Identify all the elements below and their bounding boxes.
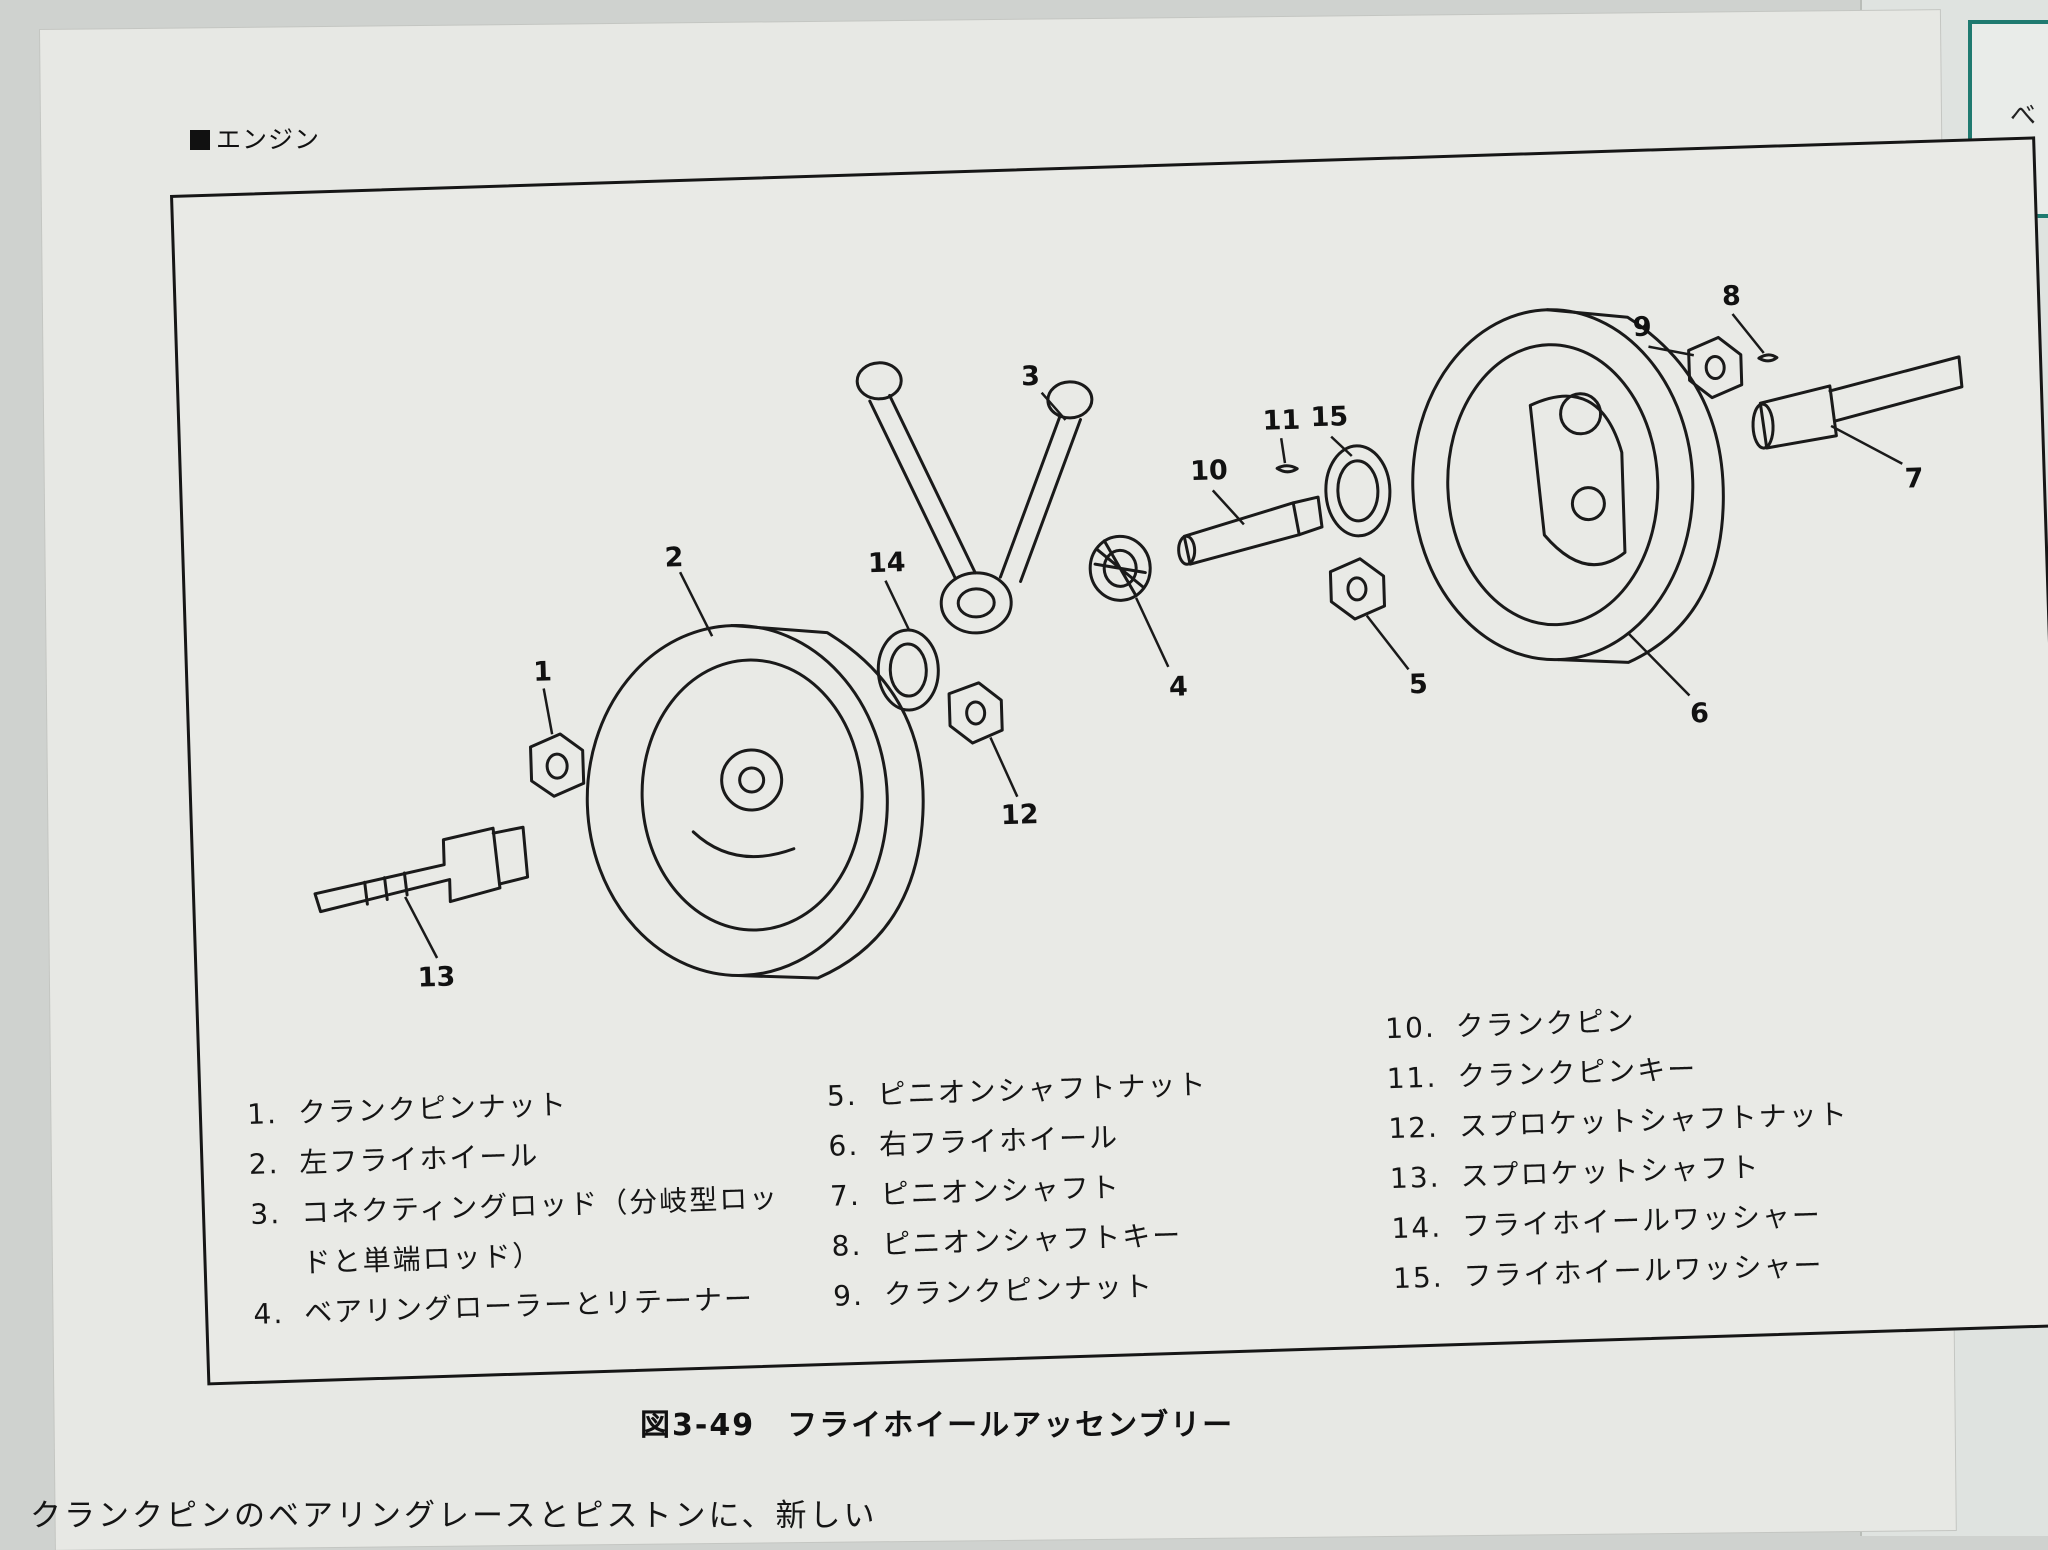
adjacent-page-text: べ <box>2010 101 2037 131</box>
leader-line <box>1830 424 1903 465</box>
pinion-shaft-nut-part <box>1328 557 1387 621</box>
leader-line <box>678 571 714 637</box>
legend-item: 14.フライホイールワッシャー <box>1391 1198 1823 1246</box>
pinion-shaft-key-part <box>1757 353 1779 363</box>
figure-caption: 図3-49 フライホイールアッセンブリー <box>640 1408 1235 1443</box>
pinion-shaft-part <box>1751 355 1964 450</box>
right-flywheel-part <box>1411 308 1725 664</box>
flywheel-washer-right-part <box>1324 444 1392 538</box>
leader-line <box>1731 313 1765 354</box>
leader-line <box>1279 438 1287 464</box>
parts-legend: 1.クランクピンナット 2.左フライホイール 3.コネクティングロッド（分岐型ロ… <box>173 139 2048 1382</box>
leader-line <box>1648 345 1695 357</box>
exploded-diagram: 1 2 3 4 5 6 7 8 9 10 11 12 13 14 15 <box>173 139 2048 1057</box>
legend-item: 9.クランクピンナット <box>832 1269 1155 1313</box>
legend-item: 8.ピニオンシャフトキー <box>831 1218 1183 1263</box>
legend-item: 2.左フライホイール <box>248 1138 540 1181</box>
leader-line <box>989 736 1019 798</box>
leader-line <box>1211 489 1245 526</box>
legend-item: 11.クランクピンキー <box>1386 1052 1698 1096</box>
leader-line <box>1626 631 1691 697</box>
leader-line <box>1330 435 1353 457</box>
leader-line <box>884 580 911 631</box>
legend-item: 7.ピニオンシャフト <box>829 1170 1122 1213</box>
figure-frame: 1 2 3 4 5 6 7 8 9 10 11 12 13 14 15 1.クラ… <box>170 136 2048 1386</box>
crankpin-nut-left-part <box>529 732 586 798</box>
legend-item: 5.ピニオンシャフトナット <box>826 1067 1208 1113</box>
legend-item: 4.ベアリングローラーとリテーナー <box>252 1282 755 1331</box>
connecting-rod-part <box>855 361 1094 635</box>
legend-item: 6.右フライホイール <box>827 1120 1120 1163</box>
legend-item: 1.クランクピンナット <box>246 1087 569 1132</box>
crankpin-part <box>1177 495 1324 566</box>
body-paragraph: クランクピンのベアリングレースとピストンに、新しい <box>30 1498 878 1534</box>
legend-item: 13.スプロケットシャフト <box>1389 1150 1761 1196</box>
section-header: エンジン <box>190 120 320 156</box>
leader-line <box>1365 614 1410 671</box>
legend-item: 10.クランクピン <box>1384 1004 1637 1046</box>
flywheel-washer-left-part <box>876 628 940 712</box>
left-flywheel-part <box>585 624 925 980</box>
leader-line <box>542 688 554 735</box>
leader-line <box>404 896 439 959</box>
bearing-roller-retainer-part <box>1088 534 1152 602</box>
legend-item: 12.スプロケットシャフトナット <box>1387 1097 1850 1146</box>
leader-line <box>1040 391 1067 421</box>
square-bullet-icon <box>190 130 210 150</box>
crankpin-nut-right-part <box>1687 335 1744 400</box>
sprocket-shaft-nut-part <box>947 681 1004 745</box>
leader-line <box>1134 597 1170 668</box>
crankpin-key-part <box>1275 464 1299 474</box>
legend-item-continuation: ドと単端ロッド） <box>302 1238 544 1280</box>
legend-item: 3.コネクティングロッド（分岐型ロッ <box>249 1181 780 1231</box>
legend-item: 15.フライホイールワッシャー <box>1392 1248 1824 1296</box>
sprocket-shaft-part <box>313 825 530 914</box>
flywheel-assembly-illustration <box>313 308 1964 980</box>
